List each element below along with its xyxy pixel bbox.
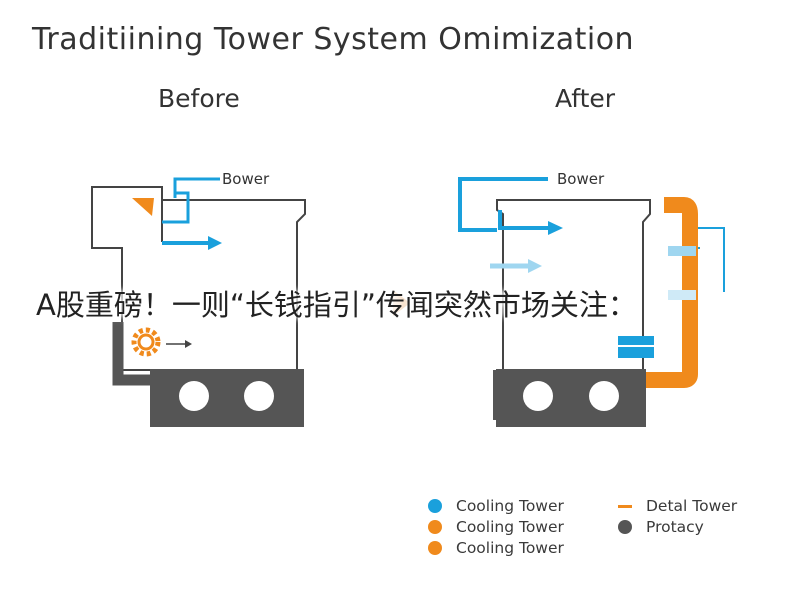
transition-arrow-icon <box>393 290 410 316</box>
after-light-blue-arrowhead <box>528 259 542 273</box>
before-base-hole-left <box>179 381 209 411</box>
legend: Cooling Tower Cooling Tower Cooling Towe… <box>428 497 778 567</box>
after-pipe-band-2 <box>668 290 696 300</box>
overlay-caption: A股重磅！一则“长钱指引”传闻突然市场关注： <box>36 288 637 322</box>
legend-marker-icon <box>428 520 442 534</box>
after-base-hole-right <box>589 381 619 411</box>
before-gray-pipe <box>112 322 150 386</box>
legend-item: Protacy <box>618 518 704 536</box>
before-heading: Before <box>158 84 240 113</box>
after-blue-arrowhead <box>548 221 563 235</box>
legend-item: Detal Tower <box>618 497 737 515</box>
before-panel <box>91 177 306 427</box>
after-heading: After <box>555 84 616 113</box>
after-base <box>496 369 646 427</box>
after-blue-arrow <box>498 210 548 230</box>
after-blue-pipe <box>458 177 548 232</box>
after-callout-label: Bower <box>557 170 605 188</box>
legend-item: Cooling Tower <box>428 539 564 557</box>
diagram-title: Traditiining Tower System Omimization <box>32 22 635 57</box>
before-base-hole-right <box>244 381 274 411</box>
legend-marker-icon <box>428 541 442 555</box>
legend-item: Cooling Tower <box>428 518 564 536</box>
before-callout-label: Bower <box>222 170 270 188</box>
legend-marker-icon <box>428 499 442 513</box>
legend-label: Cooling Tower <box>456 539 564 557</box>
legend-label: Cooling Tower <box>456 518 564 536</box>
legend-item: Cooling Tower <box>428 497 564 515</box>
legend-label: Protacy <box>646 518 704 536</box>
after-panel <box>458 177 725 427</box>
legend-marker-icon <box>618 504 632 508</box>
before-tower-outline <box>91 186 306 371</box>
before-gear-icon <box>131 327 161 357</box>
after-pipe-band-1 <box>668 246 696 256</box>
before-blue-pipe <box>162 177 220 224</box>
after-base-hole-left <box>523 381 553 411</box>
legend-label: Detal Tower <box>646 497 738 515</box>
legend-label: Cooling Tower <box>456 497 564 515</box>
before-base <box>150 369 304 427</box>
before-small-arrowhead <box>185 340 192 348</box>
before-blue-arrowhead <box>208 236 222 250</box>
before-orange-marker <box>132 198 154 216</box>
legend-marker-icon <box>618 520 632 534</box>
